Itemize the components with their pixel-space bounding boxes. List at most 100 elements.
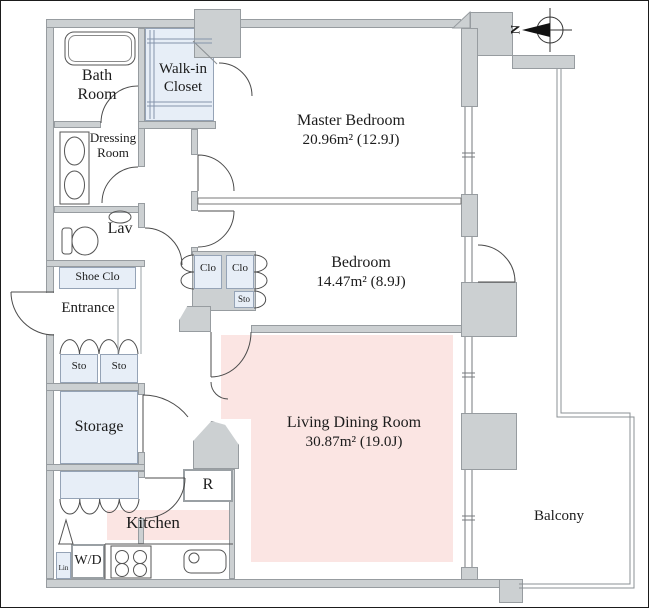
pillar-right-p4 — [461, 413, 517, 470]
wall-lav-bottom — [46, 260, 145, 267]
label-walk-in-closet: Walk-in Closet — [159, 61, 207, 95]
wall-walkin-bottom — [138, 121, 216, 129]
chamfer-top-right — [451, 10, 471, 29]
wall-hall-mb-2 — [191, 191, 198, 211]
wall-kitchen-entry-b — [138, 518, 144, 544]
master-bedroom-name: Master Bedroom — [297, 111, 405, 129]
entrance-opening — [45, 293, 55, 334]
wall-balcony-top — [512, 55, 575, 69]
lav-door — [144, 227, 183, 266]
north-arrow — [522, 23, 550, 37]
master-bedroom-area: 20.96m² (12.9J) — [302, 130, 400, 148]
bedroom-name: Bedroom — [331, 253, 391, 271]
entrance-door — [10, 291, 55, 336]
walkin-chamfer — [192, 40, 218, 65]
kitchen-floor — [107, 510, 229, 540]
walkin-door — [218, 62, 253, 97]
wall-storage-right-a — [138, 383, 145, 395]
hanger-rods — [147, 30, 212, 119]
wall-kitchen-entry-a — [138, 471, 145, 478]
toilet-tank — [61, 227, 73, 255]
storage-door — [142, 394, 189, 452]
bathtub — [64, 31, 136, 66]
wall-right-p5 — [461, 567, 478, 581]
clo-bedroom-box — [226, 255, 254, 289]
label-clo-bedroom: Clo — [232, 262, 248, 274]
ldk-door-small — [210, 381, 229, 400]
ldk-door-main — [210, 331, 252, 378]
wall-bath-right — [138, 28, 145, 167]
stove — [110, 545, 152, 579]
wall-hall-mb-1 — [191, 129, 198, 155]
wall-top — [46, 19, 461, 28]
sto-bedroom-box — [234, 291, 254, 308]
linen-cabinet — [56, 552, 71, 579]
label-storage: Storage — [74, 418, 124, 435]
windows — [462, 107, 475, 567]
wall-lav-right — [138, 203, 145, 228]
balcony-railing — [519, 69, 635, 589]
storage-sto-right — [100, 354, 138, 383]
fixtures — [58, 31, 233, 579]
refrigerator-box — [183, 469, 233, 502]
master-bedroom-door — [197, 154, 235, 192]
pillar-right-p3 — [461, 282, 517, 337]
clo-hall-box — [194, 255, 222, 289]
label-washer-dryer: W/D — [74, 553, 102, 568]
living-dining-area: 30.87m² (19.0J) — [305, 432, 403, 450]
bedroom-area: 14.47m² (8.9J) — [316, 272, 406, 290]
structure-lines — [451, 10, 471, 29]
label-linen: Lin — [58, 564, 69, 572]
wall-dressing-lav — [54, 206, 145, 213]
balcony-door — [477, 244, 516, 283]
floor-step-lines — [117, 267, 142, 354]
compass — [522, 8, 572, 52]
door-arcs — [10, 40, 516, 519]
toilet-bowl — [71, 226, 99, 256]
label-dressing-room: Dressing Room — [89, 130, 137, 161]
wall-storage-top — [46, 383, 145, 391]
wall-right-p2 — [461, 194, 478, 237]
wall-storage-right-b — [138, 452, 145, 471]
label-refrigerator: R — [202, 476, 214, 493]
door-ajar-triangle — [58, 518, 74, 545]
sink-drain — [188, 552, 200, 564]
living-dining-floor-upper — [221, 335, 453, 419]
shoe-closet-cabinet — [59, 267, 136, 289]
bifold-scallops — [59, 254, 268, 515]
label-kitchen: Kitchen — [126, 513, 180, 532]
vanity-sink-2 — [64, 170, 85, 200]
label-lav: Lav — [107, 220, 133, 237]
bedroom-door — [197, 210, 235, 248]
label-sto-left: Sto — [71, 360, 87, 372]
wall-kitchen-right — [229, 469, 235, 579]
label-master-bedroom: Master Bedroom 20.96m² (12.9J) — [263, 93, 439, 168]
label-balcony: Balcony — [534, 508, 584, 524]
washer-dryer-box — [71, 544, 105, 579]
lav-shelf — [108, 210, 132, 224]
wall-bedroom-ldk — [251, 325, 462, 333]
label-living-dining: Living Dining Room 30.87m² (19.0J) — [257, 395, 451, 470]
bifold-closet — [60, 471, 139, 499]
wall-bottom-step — [499, 579, 523, 603]
storage-sto-left — [60, 354, 98, 383]
bath-door — [100, 85, 139, 124]
dressing-door — [101, 166, 139, 204]
vanity-sink-1 — [64, 136, 85, 166]
label-sto-right: Sto — [111, 360, 127, 372]
wall-bath-bottom — [54, 121, 101, 128]
storage-room-floor — [60, 391, 138, 464]
kitchen-sink — [183, 549, 227, 574]
wall-storage-bottom — [46, 464, 145, 471]
label-bath-room: Bath Room — [77, 67, 117, 103]
label-clo-hall: Clo — [200, 262, 216, 274]
label-sto-bedroom: Sto — [237, 294, 250, 304]
living-dining-name: Living Dining Room — [286, 413, 422, 431]
label-bedroom: Bedroom 14.47m² (8.9J) — [279, 235, 443, 310]
label-entrance: Entrance — [61, 300, 115, 316]
partition-thin-wall — [197, 197, 462, 205]
kitchen-door — [144, 477, 186, 519]
label-shoe-closet: Shoe Clo — [75, 269, 120, 283]
